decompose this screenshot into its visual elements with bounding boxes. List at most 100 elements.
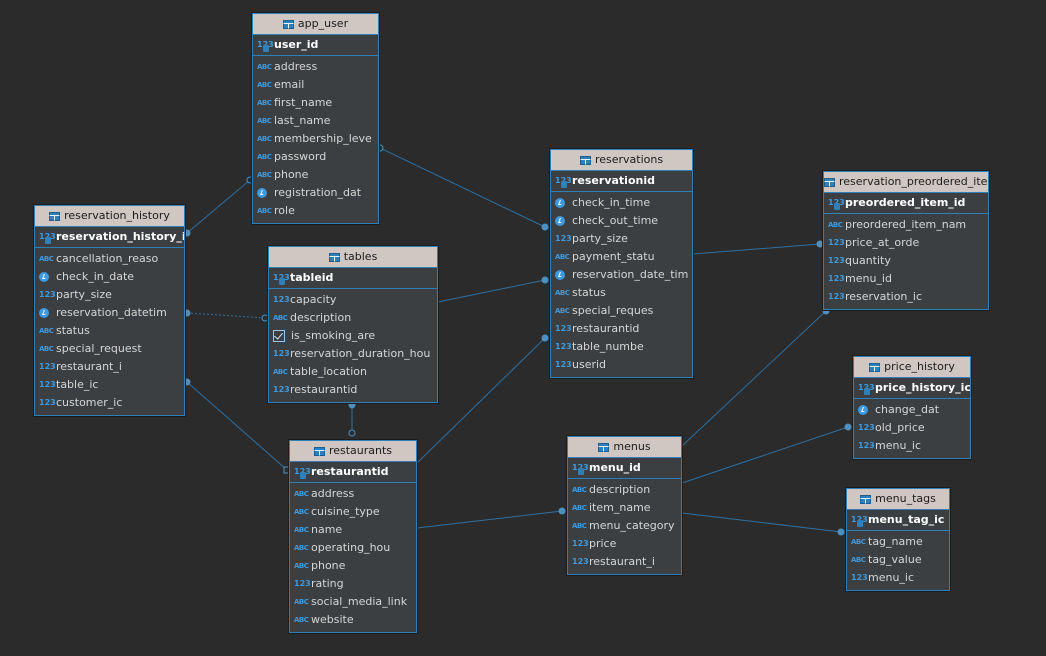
primary-key-column[interactable]: 123menu_id [568,458,681,479]
column-row[interactable]: 123restaurantid [269,381,437,399]
column-row[interactable]: 123restaurantid [551,320,692,338]
key-icon [864,388,870,395]
entity-reservation_preordered_item[interactable]: reservation_preordered_item123preordered… [823,171,989,310]
entity-reservation_history[interactable]: reservation_history123reservation_histor… [34,205,185,416]
column-row[interactable]: 123table_ic [35,376,184,394]
column-row[interactable]: 123price_at_orde [824,234,988,252]
relation-line-menus-menu_tags[interactable] [681,512,842,533]
column-row[interactable]: 123menu_ic [854,437,970,455]
entity-header[interactable]: reservations [551,150,692,171]
column-row[interactable]: registration_dat [253,184,378,202]
column-row[interactable]: 123restaurant_i [568,553,681,571]
primary-key-column[interactable]: 123reservationid [551,171,692,192]
column-row[interactable]: 123quantity [824,252,988,270]
relation-line-reservation_history-tables[interactable] [186,312,266,319]
column-row[interactable]: 123menu_ic [847,569,949,587]
column-row[interactable]: reservation_date_tim [551,266,692,284]
entity-header[interactable]: tables [269,247,437,268]
entity-price_history[interactable]: price_history123price_history_ic change_d… [853,356,971,459]
column-row[interactable]: is_smoking_are [269,327,437,345]
entity-app_user[interactable]: app_user123user_idABCaddressABCemailABCf… [252,13,379,224]
column-row[interactable]: 123price [568,535,681,553]
column-row[interactable]: check_in_time [551,194,692,212]
column-row[interactable]: reservation_datetim [35,304,184,322]
relation-line-reservation_history-app_user[interactable] [186,179,251,234]
entity-header[interactable]: reservation_preordered_item [824,172,988,193]
relation-line-restaurants-menus[interactable] [416,510,563,529]
column-row[interactable]: change_dat [854,401,970,419]
column-row[interactable]: check_out_time [551,212,692,230]
primary-key-column[interactable]: 123user_id [253,35,378,56]
column-row[interactable]: 123old_price [854,419,970,437]
column-row[interactable]: 123menu_id [824,270,988,288]
relation-line-menus-reservation_preordered_item[interactable] [681,310,827,447]
entity-menus[interactable]: menus123menu_idABCdescriptionABCitem_nam… [567,436,682,575]
primary-key-column[interactable]: 123restaurantid [290,462,416,483]
relation-line-tables-reservations[interactable] [437,279,546,303]
primary-key-column[interactable]: 123reservation_history_ic [35,227,184,248]
column-row[interactable]: 123party_size [35,286,184,304]
column-row[interactable]: 123reservation_duration_hou [269,345,437,363]
column-name: cancellation_reaso [56,252,159,265]
column-name: party_size [56,288,112,301]
primary-key-column[interactable]: 123preordered_item_id [824,193,988,214]
primary-key-column[interactable]: 123tableid [269,268,437,289]
column-row[interactable]: 123rating [290,575,416,593]
key-icon [578,468,584,475]
entity-header[interactable]: app_user [253,14,378,35]
entity-tables[interactable]: tables123tableid 123capacityABCdescriptio… [268,246,438,403]
relation-line-reservations-reservation_preordered_item[interactable] [692,243,821,255]
column-row[interactable]: 123capacity [269,291,437,309]
relation-line-app_user-reservations[interactable] [379,147,546,228]
column-row[interactable]: 123userid [551,356,692,374]
entity-reservations[interactable]: reservations 123reservationid check_in_tim… [550,149,693,378]
column-row[interactable]: 123party_size [551,230,692,248]
entity-header[interactable]: menu_tags [847,489,949,510]
entity-header[interactable]: reservation_history [35,206,184,227]
column-row[interactable]: 123customer_ic [35,394,184,412]
entity-menu_tags[interactable]: menu_tags123menu_tag_icABCtag_nameABCtag… [846,488,950,591]
column-row[interactable]: check_in_date [35,268,184,286]
entity-header[interactable]: restaurants [290,441,416,462]
primary-key-column[interactable]: 123price_history_ic [854,378,970,399]
column-row[interactable]: 123table_numbe [551,338,692,356]
entity-title: reservations [594,153,664,166]
entity-header[interactable]: price_history [854,357,970,378]
relation-line-menus-price_history[interactable] [681,426,849,484]
column-row[interactable]: 123restaurant_i [35,358,184,376]
primary-key-column[interactable]: 123menu_tag_ic [847,510,949,531]
column-row[interactable]: 123reservation_ic [824,288,988,306]
entity-restaurants[interactable]: restaurants123restaurantidABCaddressABCc… [289,440,417,633]
entity-header[interactable]: menus [568,437,681,458]
